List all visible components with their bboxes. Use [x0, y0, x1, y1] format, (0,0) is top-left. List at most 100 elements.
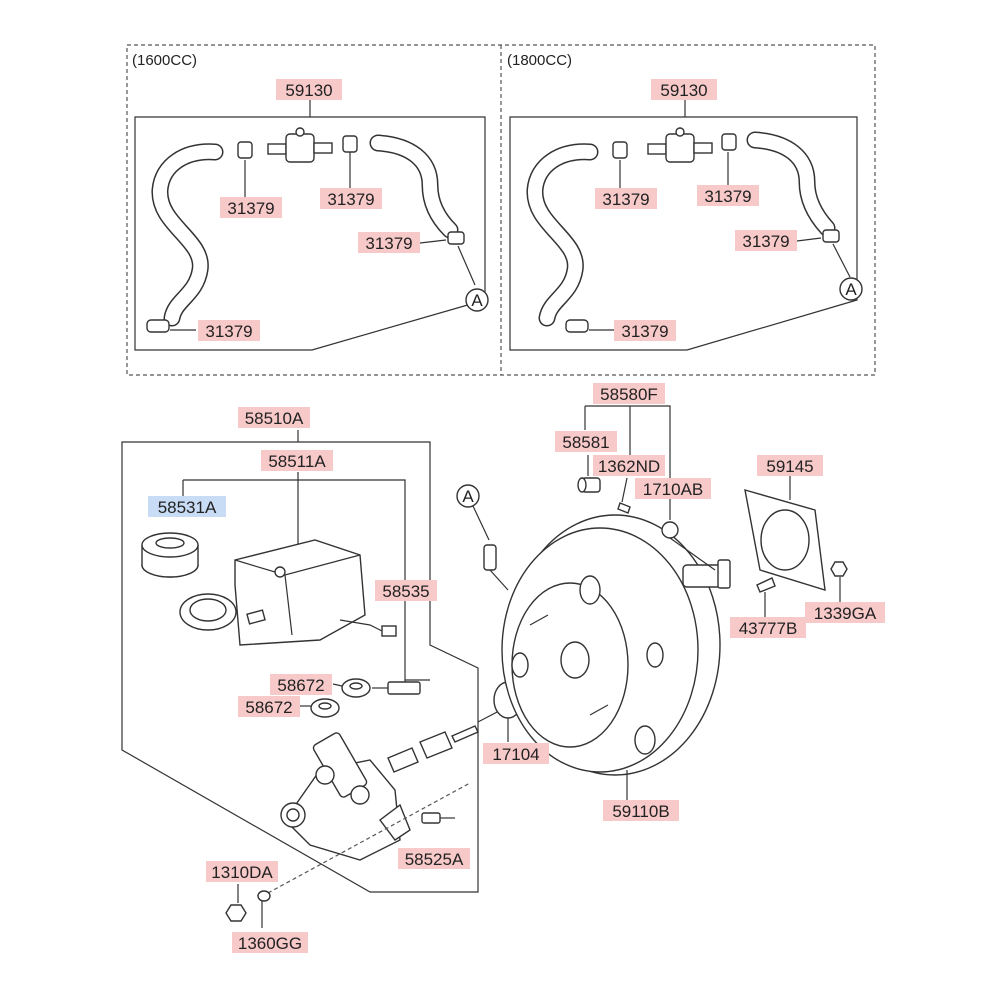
- part-label-43777B: 43777B: [730, 617, 806, 638]
- part-label-l-31379-b: 31379: [320, 188, 382, 209]
- part-label-58581: 58581: [555, 431, 617, 452]
- svg-text:58535: 58535: [382, 582, 429, 601]
- svg-text:1339GA: 1339GA: [814, 604, 877, 623]
- engine-variant-panel: [126, 44, 876, 376]
- svg-text:1310DA: 1310DA: [211, 863, 273, 882]
- part-label-58535: 58535: [375, 580, 437, 601]
- hose-group-1600cc: [134, 100, 486, 351]
- part-label-58511A: 58511A: [261, 450, 333, 471]
- part-label-l-31379-c: 31379: [358, 232, 420, 253]
- callout-a-left: [465, 288, 489, 312]
- part-label-58525A: 58525A: [398, 848, 470, 869]
- part-label-1710AB: 1710AB: [635, 478, 711, 499]
- part-label-r-31379-b: 31379: [697, 185, 759, 206]
- piston-spring-assembly: [387, 725, 479, 773]
- svg-text:17104: 17104: [492, 745, 539, 764]
- gasket-nut: [830, 561, 848, 577]
- master-cylinder-assembly-frame: [121, 430, 479, 893]
- callout-a-left-text: A: [471, 291, 483, 310]
- part-label-r-59130: 59130: [651, 79, 717, 100]
- vacuum-hose-short-right: [748, 133, 834, 235]
- grommet-lower: [310, 698, 340, 718]
- svg-text:1710AB: 1710AB: [643, 480, 704, 499]
- snap-pin: [617, 502, 631, 514]
- svg-text:58531A: 58531A: [158, 498, 217, 517]
- svg-text:58525A: 58525A: [405, 850, 464, 869]
- callout-a-main-text: A: [462, 487, 474, 506]
- part-label-59110B: 59110B: [603, 800, 679, 821]
- reservoir-cap: [141, 532, 199, 578]
- part-label-58510A: 58510A: [238, 407, 310, 428]
- svg-text:58672: 58672: [277, 676, 324, 695]
- svg-text:59145: 59145: [766, 457, 813, 476]
- part-label-1362ND: 1362ND: [593, 455, 665, 476]
- svg-text:31379: 31379: [365, 234, 412, 253]
- hose-group-1800cc: [509, 100, 858, 351]
- svg-text:58581: 58581: [562, 433, 609, 452]
- hose-clamp-icon: [565, 319, 589, 333]
- master-cylinder-body: [280, 732, 411, 861]
- part-label-1339GA: 1339GA: [805, 602, 885, 623]
- svg-text:31379: 31379: [621, 322, 668, 341]
- part-label-l-59130: 59130: [276, 79, 342, 100]
- part-label-r-31379-d: 31379: [614, 320, 676, 341]
- section-title-1800cc: (1800CC): [507, 52, 572, 69]
- callout-a-right: [839, 277, 863, 301]
- vacuum-hose-right: [528, 144, 597, 325]
- svg-text:43777B: 43777B: [739, 619, 798, 638]
- hose-clamp-icon: [237, 141, 253, 159]
- svg-text:1360GG: 1360GG: [238, 934, 302, 953]
- part-label-r-31379-c: 31379: [735, 230, 797, 251]
- part-label-l-31379-a: 31379: [220, 197, 282, 218]
- part-label-1310DA: 1310DA: [206, 861, 278, 882]
- part-label-17104: 17104: [483, 743, 549, 764]
- part-label-l-31379-d: 31379: [198, 320, 260, 341]
- hose-clamp-icon: [612, 141, 628, 159]
- hose-clamp-icon: [146, 319, 170, 333]
- booster-vacuum-port: [483, 544, 509, 591]
- check-valve-left: [267, 127, 333, 163]
- vacuum-hose-short-left: [371, 136, 457, 237]
- hose-clamp-icon: [822, 229, 840, 243]
- part-label-59145: 59145: [757, 455, 823, 476]
- part-label-58580F: 58580F: [593, 383, 665, 404]
- grommet-upper: [341, 678, 371, 698]
- section-title-1600cc: (1600CC): [132, 52, 197, 69]
- retaining-clip: [756, 577, 776, 593]
- part-label-58672-b: 58672: [238, 696, 300, 717]
- part-label-1360GG: 1360GG: [232, 932, 308, 953]
- hose-clamp-icon: [342, 135, 358, 153]
- svg-text:31379: 31379: [327, 190, 374, 209]
- master-cylinder-stud: [421, 812, 455, 824]
- clevis-o-ring: [661, 521, 679, 539]
- part-label-r-31379-a: 31379: [595, 188, 657, 209]
- svg-text:58511A: 58511A: [268, 452, 326, 471]
- lock-washer: [257, 890, 271, 902]
- brake-booster: [501, 514, 731, 776]
- clevis-pin: [577, 477, 601, 493]
- svg-text:31379: 31379: [602, 190, 649, 209]
- svg-text:58510A: 58510A: [245, 409, 304, 428]
- svg-text:59130: 59130: [285, 81, 332, 100]
- svg-text:31379: 31379: [742, 232, 789, 251]
- hose-clamp-icon: [721, 133, 737, 151]
- callout-a-main: [456, 484, 480, 508]
- check-valve-right: [647, 127, 713, 163]
- svg-text:31379: 31379: [227, 199, 274, 218]
- svg-text:59130: 59130: [660, 81, 707, 100]
- part-label-58672-a: 58672: [270, 674, 332, 695]
- hex-nut: [225, 904, 247, 922]
- svg-text:58672: 58672: [245, 698, 292, 717]
- hose-clamp-icon: [447, 231, 465, 245]
- svg-text:58580F: 58580F: [600, 385, 658, 404]
- booster-gasket: [744, 489, 826, 591]
- brake-fluid-reservoir: [179, 539, 397, 646]
- fluid-level-sensor: [372, 681, 421, 695]
- svg-text:31379: 31379: [704, 187, 751, 206]
- callout-a-right-text: A: [845, 280, 857, 299]
- svg-text:31379: 31379: [205, 322, 252, 341]
- part-label-58531A: 58531A: [148, 496, 226, 517]
- svg-text:1362ND: 1362ND: [598, 457, 660, 476]
- svg-text:59110B: 59110B: [612, 802, 669, 821]
